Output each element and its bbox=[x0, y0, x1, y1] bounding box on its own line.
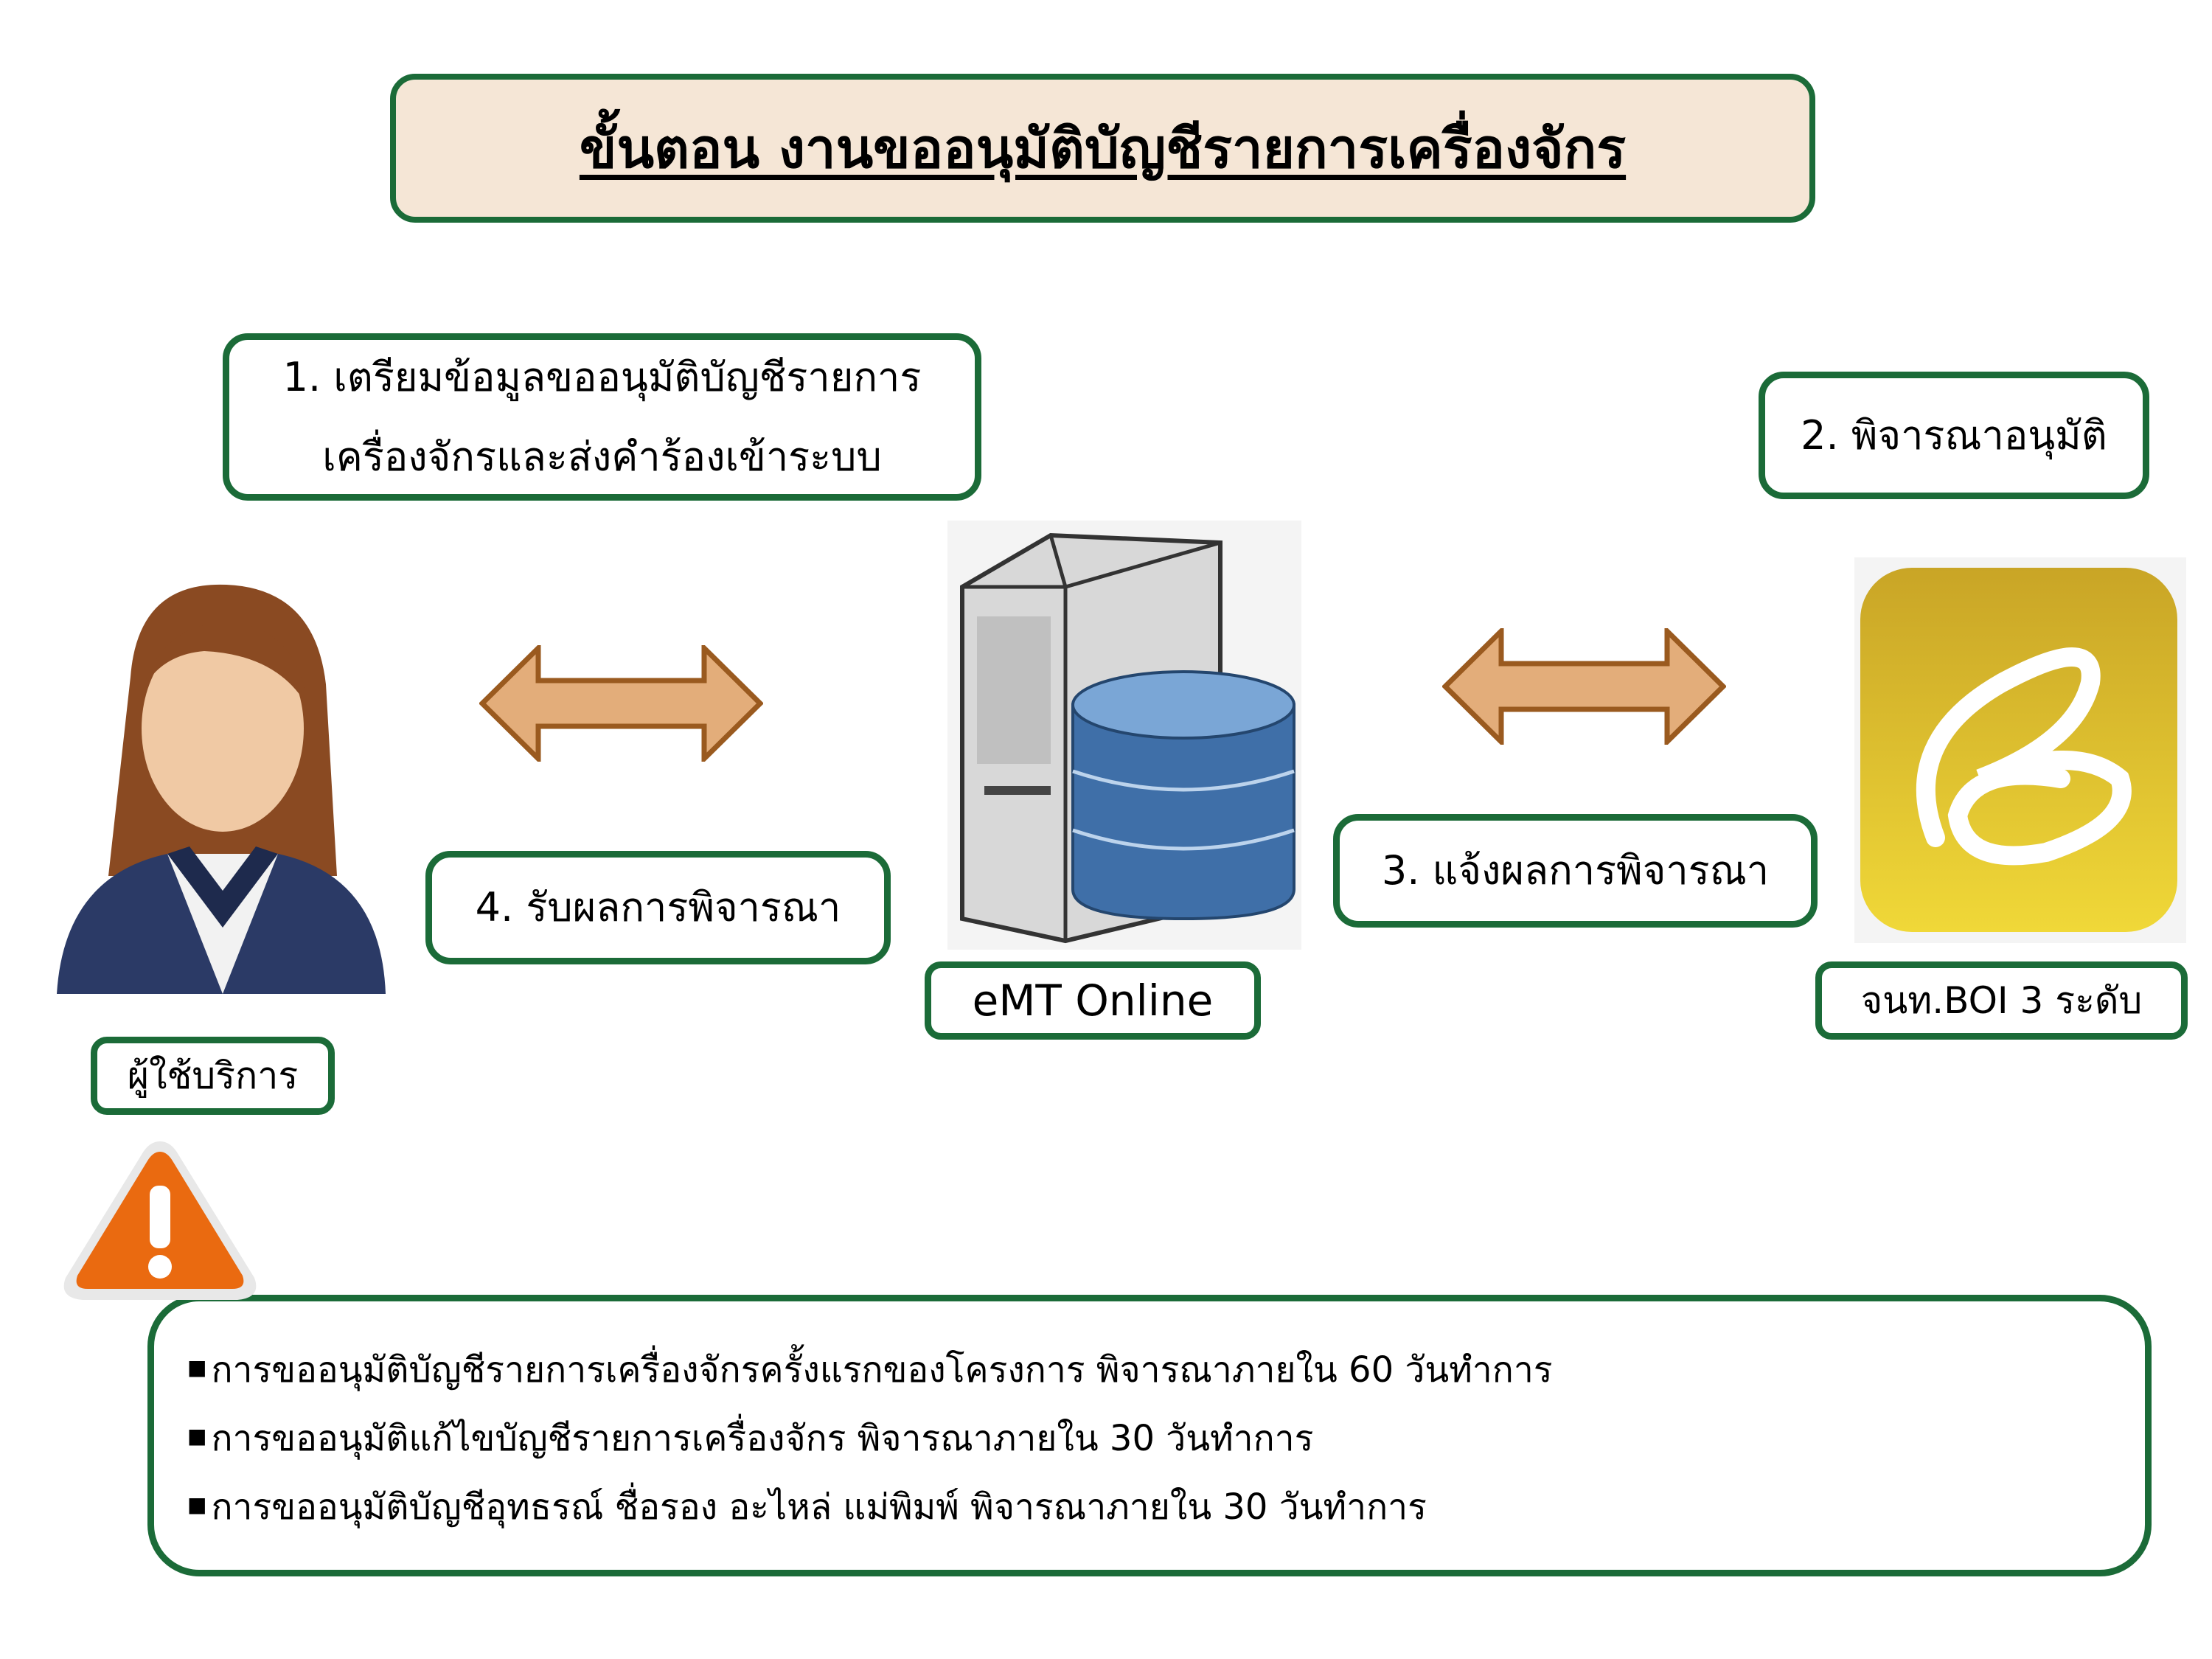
step-2-label: 2. พิจารณาอนุมัติ bbox=[1801, 411, 2107, 459]
step-1-line-2: เครื่องจักรและส่งคำร้องเข้าระบบ bbox=[322, 433, 882, 480]
page-title-box: ขั้นตอน งานขออนุมัติบัญชีรายการเครื่องจั… bbox=[390, 74, 1815, 223]
step-2-box: 2. พิจารณาอนุมัติ bbox=[1759, 372, 2149, 499]
system-label: eMT Online bbox=[972, 975, 1214, 1026]
officer-label: จนท.BOI 3 ระดับ bbox=[1860, 978, 2143, 1022]
user-label: ผู้ใช้บริการ bbox=[127, 1054, 299, 1097]
step-1-line-1: 1. เตรียมข้อมูลขออนุมัติบัญชีรายการ bbox=[282, 353, 922, 400]
step-1-box: 1. เตรียมข้อมูลขออนุมัติบัญชีรายการ เครื… bbox=[223, 333, 981, 501]
warning-icon bbox=[63, 1141, 257, 1300]
step-4-box: 4. รับผลการพิจารณา bbox=[425, 851, 891, 964]
boi-logo-icon bbox=[1854, 557, 2186, 943]
step-3-box: 3. แจ้งผลการพิจารณา bbox=[1333, 814, 1818, 928]
step-4-label: 4. รับผลการพิจารณา bbox=[475, 884, 841, 931]
double-arrow-right-icon bbox=[1442, 628, 1726, 745]
note-item: การขออนุมัติบัญชีอุทธรณ์ ชื่อรอง อะไหล่ … bbox=[187, 1472, 1553, 1540]
server-database-icon bbox=[947, 521, 1301, 950]
notes-list: การขออนุมัติบัญชีรายการเครื่องจักรครั้งแ… bbox=[187, 1335, 1553, 1540]
step-3-label: 3. แจ้งผลการพิจารณา bbox=[1381, 847, 1770, 894]
page-title: ขั้นตอน งานขออนุมัติบัญชีรายการเครื่องจั… bbox=[579, 117, 1627, 181]
officer-label-box: จนท.BOI 3 ระดับ bbox=[1815, 961, 2188, 1040]
note-item: การขออนุมัติแก้ไขบัญชีรายการเครื่องจักร … bbox=[187, 1403, 1553, 1472]
system-label-box: eMT Online bbox=[925, 961, 1261, 1040]
note-item: การขออนุมัติบัญชีรายการเครื่องจักรครั้งแ… bbox=[187, 1335, 1552, 1403]
user-label-box: ผู้ใช้บริการ bbox=[91, 1037, 335, 1115]
double-arrow-left-icon bbox=[479, 645, 763, 762]
notes-box bbox=[147, 1295, 2152, 1576]
user-person-icon bbox=[57, 584, 386, 994]
